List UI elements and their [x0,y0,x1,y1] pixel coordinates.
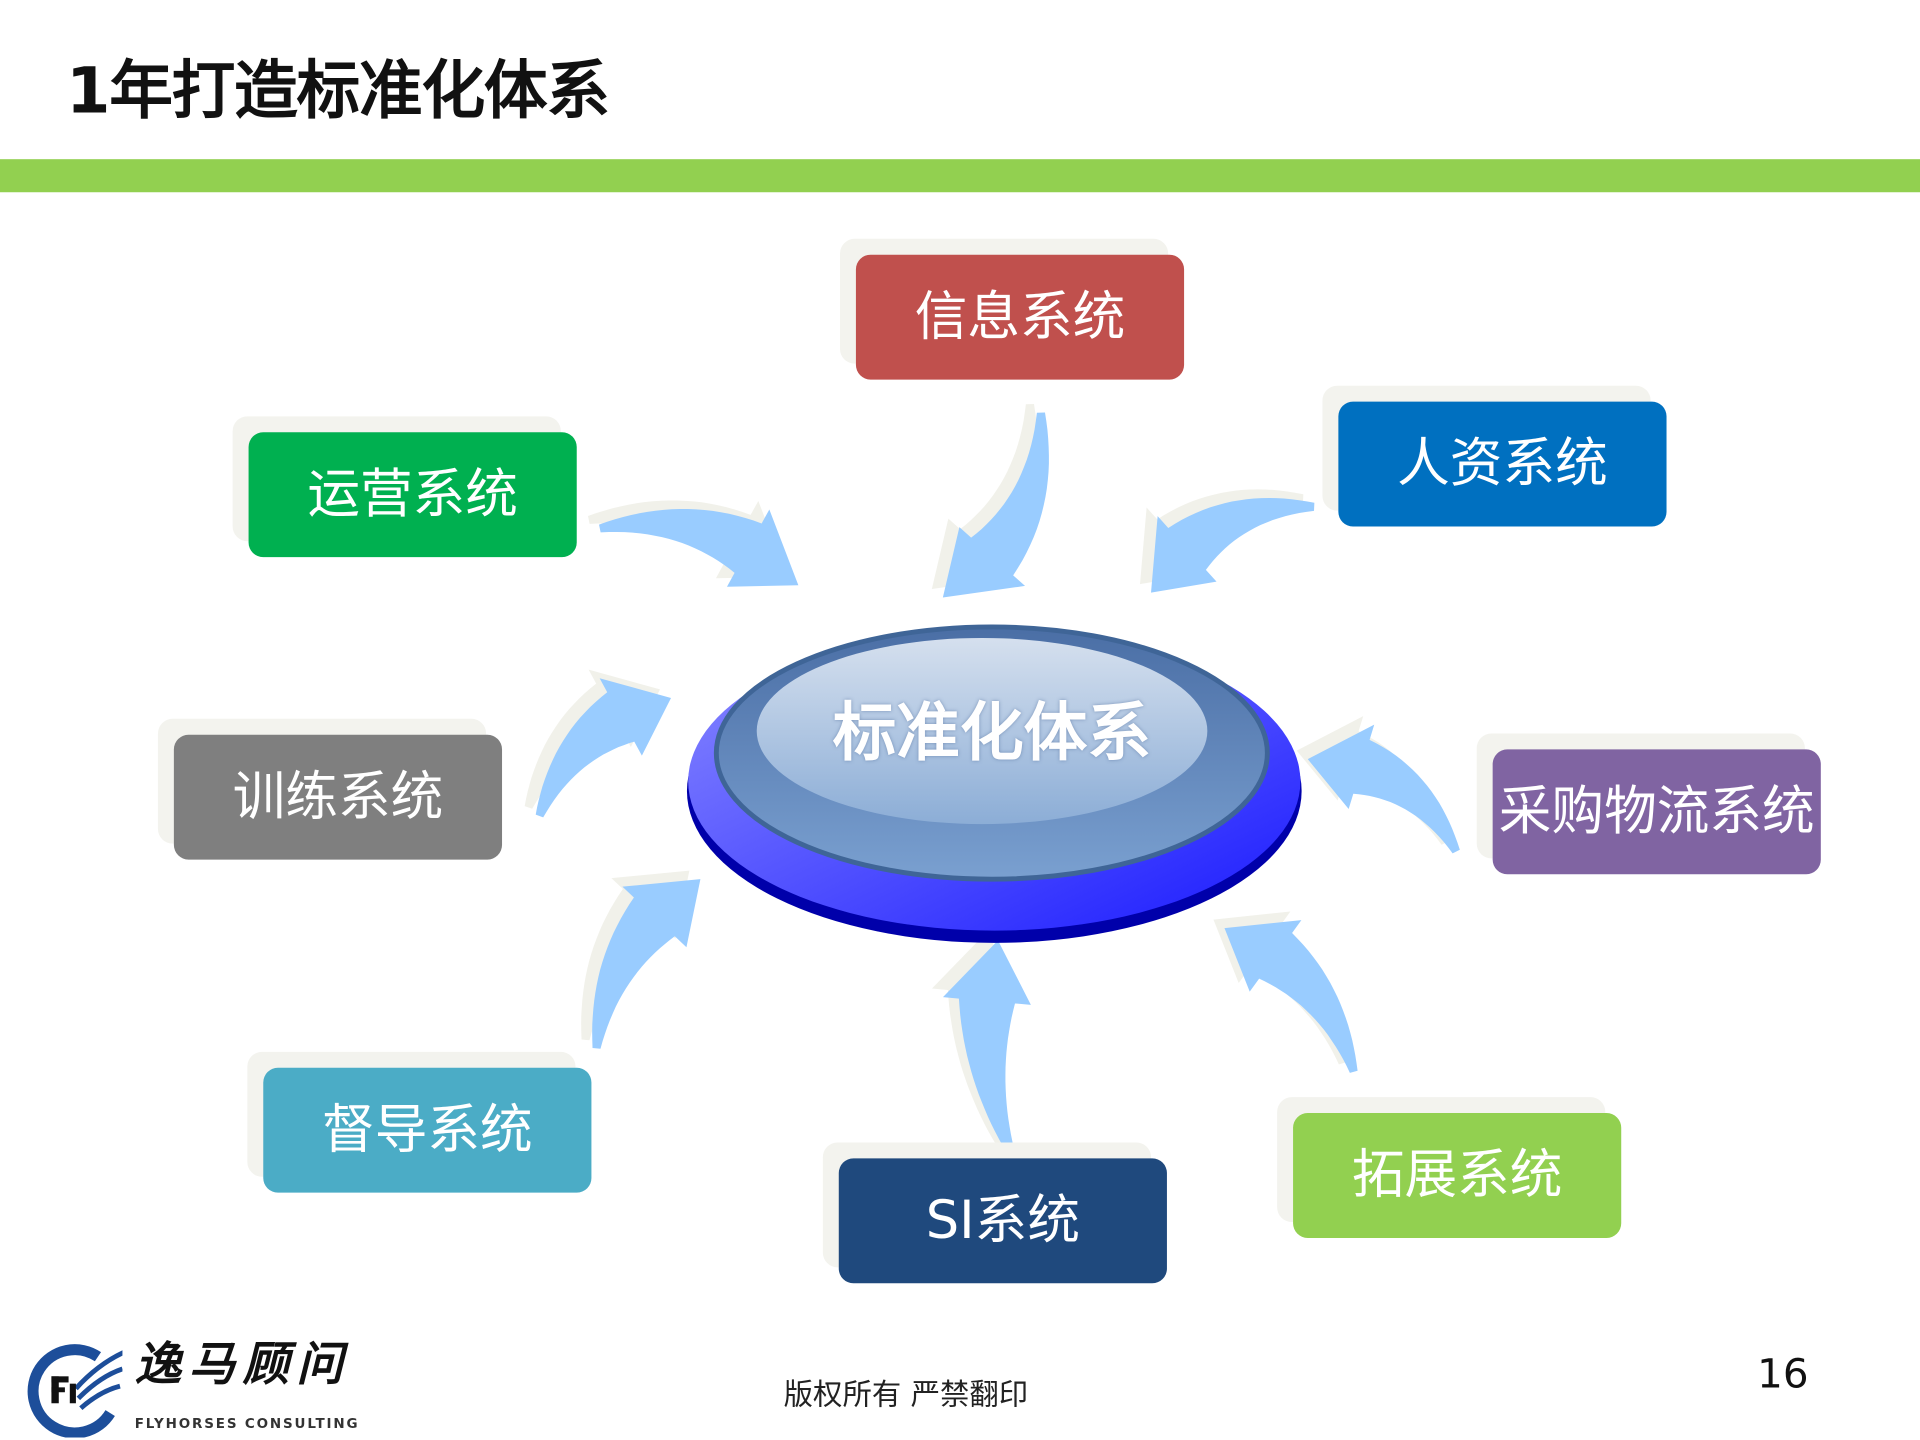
system-box: 督导系统 [263,1067,592,1193]
center-label: 标准化体系 [832,696,1152,771]
system-box: 采购物流系统 [1492,749,1821,875]
system-box: 运营系统 [248,432,577,558]
system-label: 运营系统 [307,464,518,526]
curved-arrow-icon [1307,724,1460,854]
curved-arrow-icon [535,678,672,818]
system-label: 人资系统 [1397,433,1608,495]
page-number: 16 [1757,1349,1809,1398]
system-box: 人资系统 [1338,401,1667,527]
disc-gloss [756,637,1208,825]
system-box: 训练系统 [173,734,503,860]
system-label: 训练系统 [232,766,444,828]
copyright-footer: 版权所有 严禁翻印 [783,1377,1029,1412]
curved-arrow-icon [1151,498,1315,593]
system-label: 采购物流系统 [1498,781,1815,843]
system-box: SI系统 [838,1158,1167,1284]
title-divider-bar [0,159,1920,193]
system-label: SI系统 [925,1190,1080,1252]
system-box: 拓展系统 [1293,1113,1622,1238]
system-label: 督导系统 [322,1099,533,1161]
system-box: 信息系统 [855,254,1185,380]
logo-mark-icon [27,1344,123,1438]
logo-text-cn: 逸马顾问 [134,1337,351,1392]
curved-arrow-icon [599,509,799,587]
curved-arrow-icon [942,940,1031,1153]
curved-arrow-icon [592,879,701,1049]
curved-arrow-icon [942,412,1049,598]
slide-title: 1年打造标准化体系 [66,55,610,129]
system-label: 拓展系统 [1351,1144,1563,1207]
system-label: 信息系统 [914,286,1126,348]
company-logo: 逸马顾问 FLYHORSES CONSULTING [22,1335,392,1440]
logo-text-en: FLYHORSES CONSULTING [134,1415,360,1432]
curved-arrow-icon [1224,920,1358,1073]
